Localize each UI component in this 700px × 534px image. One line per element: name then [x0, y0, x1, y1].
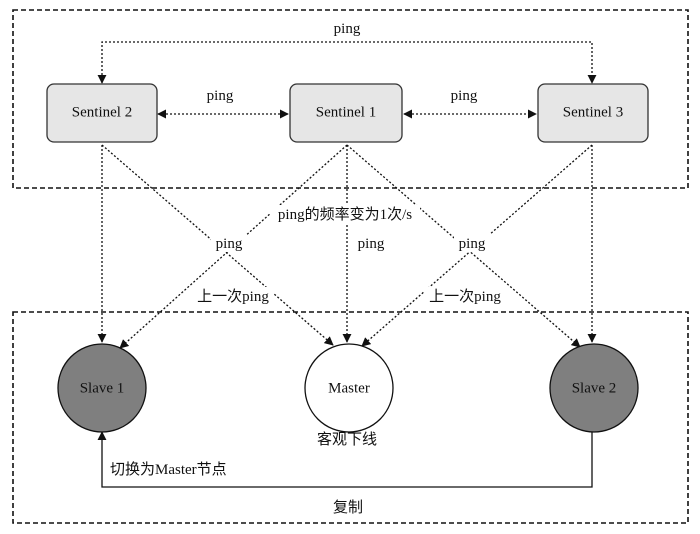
sentinel-2-label: Sentinel 2 — [72, 104, 132, 120]
frequency-note: ping的频率变为1次/s — [278, 206, 412, 223]
slave-1-node: Slave 1 — [57, 343, 147, 433]
ping-label-right: ping — [451, 88, 478, 104]
top-ping-line — [97, 41, 597, 84]
ping-cross-left-label: ping — [216, 236, 243, 252]
sentinel-3-node: Sentinel 3 — [537, 83, 649, 143]
slave-2-node: Slave 2 — [549, 343, 639, 433]
sentinel-2-node: Sentinel 2 — [46, 83, 158, 143]
replicate-label: 复制 — [333, 498, 363, 516]
master-status-label: 客观下线 — [317, 431, 377, 448]
top-ping-label: ping — [334, 21, 361, 37]
replication-line — [97, 431, 593, 488]
sentinel-group-boundary — [12, 9, 689, 189]
redis-group-boundary — [12, 311, 689, 524]
slave-1-label: Slave 1 — [80, 380, 125, 396]
ping-center-label: ping — [358, 236, 385, 252]
last-ping-left-label: 上一次ping — [197, 288, 269, 305]
last-ping-right-label: 上一次ping — [429, 288, 501, 305]
ping-label-left: ping — [207, 88, 234, 104]
sentinel-1-node: Sentinel 1 — [289, 83, 403, 143]
ping-cross-right-label: ping — [459, 236, 486, 252]
promote-label: 切换为Master节点 — [110, 461, 227, 478]
line-s1-slave2 — [346, 144, 581, 348]
master-label: Master — [328, 380, 370, 396]
sentinel-1-label: Sentinel 1 — [316, 104, 376, 120]
slave-2-label: Slave 2 — [572, 380, 617, 396]
sentinel-3-label: Sentinel 3 — [563, 104, 623, 120]
master-node: Master — [304, 343, 394, 433]
